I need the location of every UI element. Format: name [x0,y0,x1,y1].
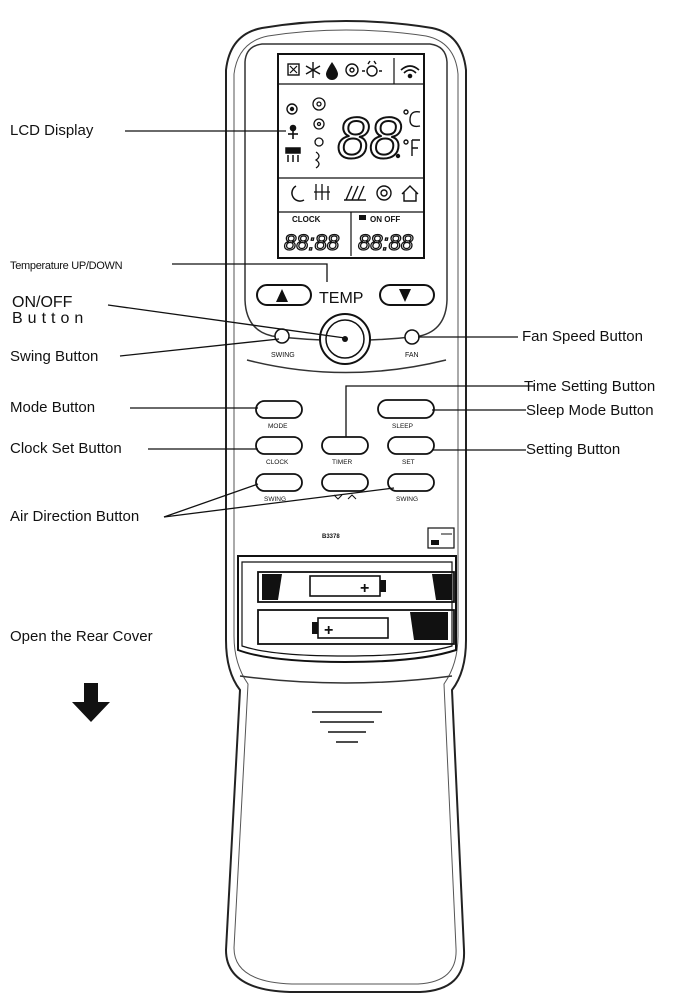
time-setting-leader [345,385,534,437]
fan-button[interactable] [404,329,420,345]
swing-louver-icon [314,151,320,169]
clock-button-label: CLOCK [266,459,289,466]
sleep-mode-button-callout: Sleep Mode Button [526,402,654,419]
battery-compartment [237,555,457,664]
time-setting-button-callout: Time Setting Button [524,378,656,395]
swing-button[interactable] [274,328,290,344]
celsius-icon [403,109,421,128]
fahrenheit-icon [403,139,420,156]
battery-slot-top [257,571,455,603]
person-icon [288,124,298,139]
air-direction-leader-right [163,487,395,518]
open-rear-cover-callout: Open the Rear Cover [10,628,153,645]
down-arrow-icon [399,289,411,302]
dry-mode-drop-icon [326,62,338,80]
setting-button-callout: Setting Button [526,441,621,458]
fan-mode-icon [345,63,359,77]
battery-bottom-plus: + [324,622,333,639]
set-button[interactable] [387,436,435,455]
onoff-button-center [342,336,348,342]
sleep-button[interactable] [377,399,435,419]
temperature-updown-callout: Temperature UP/DOWN [10,260,123,272]
turbo-icon [314,184,330,200]
signal-icon [400,65,420,79]
heat-wave-icon [344,185,366,201]
swing-left-button[interactable] [255,473,303,492]
auto-mode-icon [287,63,300,76]
air-direction-leader-left [163,483,259,518]
lcd-onoff-label: ON OFF [370,215,400,224]
timer-button-label: TIMER [332,459,353,466]
battery-contact-top-right [432,574,452,600]
temperature-leader [172,263,328,282]
up-arrow-icon [276,289,288,302]
open-cover-down-arrow [72,683,110,722]
lcd-timer-time: 88:88 [358,230,414,255]
swing-right-button[interactable] [387,473,435,492]
sleep-moon-icon [291,185,305,202]
battery-compartment-inner [241,561,453,657]
panel-curve [246,359,447,374]
remote-body-inner-outline [233,29,459,985]
set-button-label: SET [402,459,415,466]
battery-spring-top-left [262,574,282,600]
clean-icon [376,185,392,201]
air-direction-button-callout: Air Direction Button [10,508,140,525]
selector-switch-knob [431,540,439,545]
battery-top [309,575,381,597]
mode-button[interactable] [255,400,303,419]
fan-speed-mid-icon [313,118,325,130]
battery-bottom-terminal [312,622,318,634]
battery-top-terminal [380,580,386,592]
onoff-callout-line2: Button [12,310,89,327]
onoff-leader [107,304,346,339]
lcd-display-callout: LCD Display [10,122,94,139]
home-icon [401,185,419,202]
temp-label: TEMP [319,290,363,307]
timer-indicator [359,215,366,220]
clock-set-button-callout: Clock Set Button [10,440,122,457]
model-code: B3378 [322,534,340,540]
battery-slot-bottom [257,609,455,645]
callout-leader-lines [107,130,534,518]
clock-button[interactable] [255,436,303,455]
swing-left-label: SWING [264,496,286,503]
fan-speed-low-icon [314,137,324,147]
swing-button-callout: Swing Button [10,348,99,365]
decimal-point [395,153,401,159]
swing-button-label: SWING [271,352,295,359]
heat-mode-icon [362,60,382,77]
onoff-button-callout: ON/OFF Button [12,295,88,327]
onoff-callout-line1: ON/OFF [12,294,73,311]
battery-top-plus: + [360,580,369,597]
direction-button[interactable] [321,473,369,492]
fan-button-label: FAN [405,352,419,359]
cool-mode-snowflake-icon [305,62,321,78]
sleep-button-label: SLEEP [392,423,413,430]
direction-arrows-icon [333,494,357,500]
fan-speed-high-icon [312,97,326,111]
swing-leader [119,338,280,357]
mode-button-label: MODE [268,423,288,430]
lcd-clock-time: 88:88 [284,230,340,255]
rear-cover-seam [239,675,453,684]
swing-right-label: SWING [396,496,418,503]
heater-icon [285,147,301,162]
battery-spring-bottom-right [410,612,448,640]
lcd-clock-label: CLOCK [292,215,321,224]
lock-icon [286,103,298,115]
fan-speed-button-callout: Fan Speed Button [522,328,643,345]
mode-button-callout: Mode Button [10,399,96,416]
timer-button[interactable] [321,436,369,455]
lcd-temperature-digits: 88 [337,106,402,171]
